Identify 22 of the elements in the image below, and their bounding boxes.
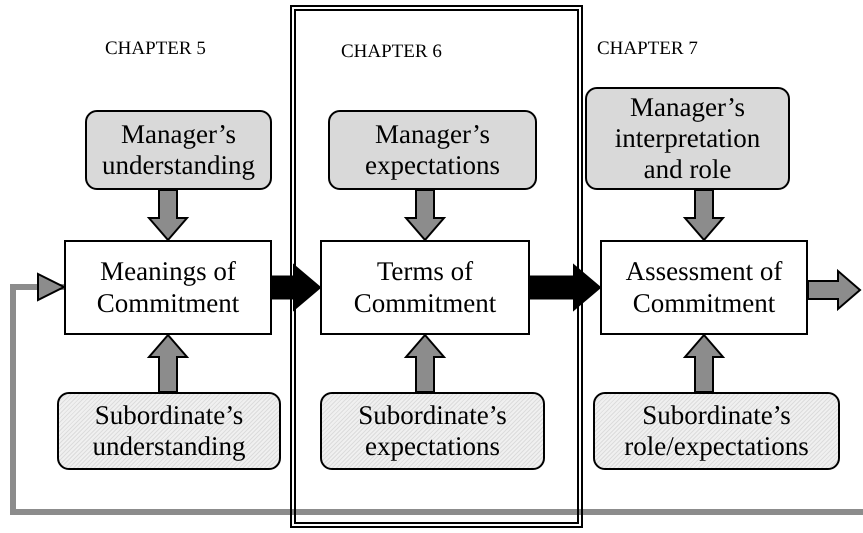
process-box: Assessment of Commitment [600, 240, 808, 335]
process-box: Terms of Commitment [320, 240, 530, 335]
feedback-arrow [10, 273, 863, 515]
block-arrow [146, 189, 190, 242]
input-box: Subordinate’s role/expectations [593, 392, 840, 470]
input-box: Manager’s expectations [328, 110, 537, 190]
block-arrow [404, 189, 446, 242]
block-arrow [529, 263, 602, 312]
input-box: Manager’s interpretation and role [585, 87, 790, 190]
process-box: Meanings of Commitment [64, 240, 272, 335]
block-arrow [404, 333, 446, 393]
block-arrow [146, 333, 190, 393]
chapter-frame [290, 5, 583, 528]
block-arrow [807, 268, 862, 312]
block-arrow [682, 333, 726, 393]
chapter-heading: CHAPTER 7 [597, 38, 698, 60]
chapter-heading: CHAPTER 5 [105, 38, 206, 60]
chapter-heading: CHAPTER 6 [341, 41, 442, 63]
block-arrow [682, 189, 726, 242]
input-box: Subordinate’s understanding [57, 392, 281, 470]
input-box: Subordinate’s expectations [320, 392, 545, 470]
input-box: Manager’s understanding [85, 110, 272, 190]
